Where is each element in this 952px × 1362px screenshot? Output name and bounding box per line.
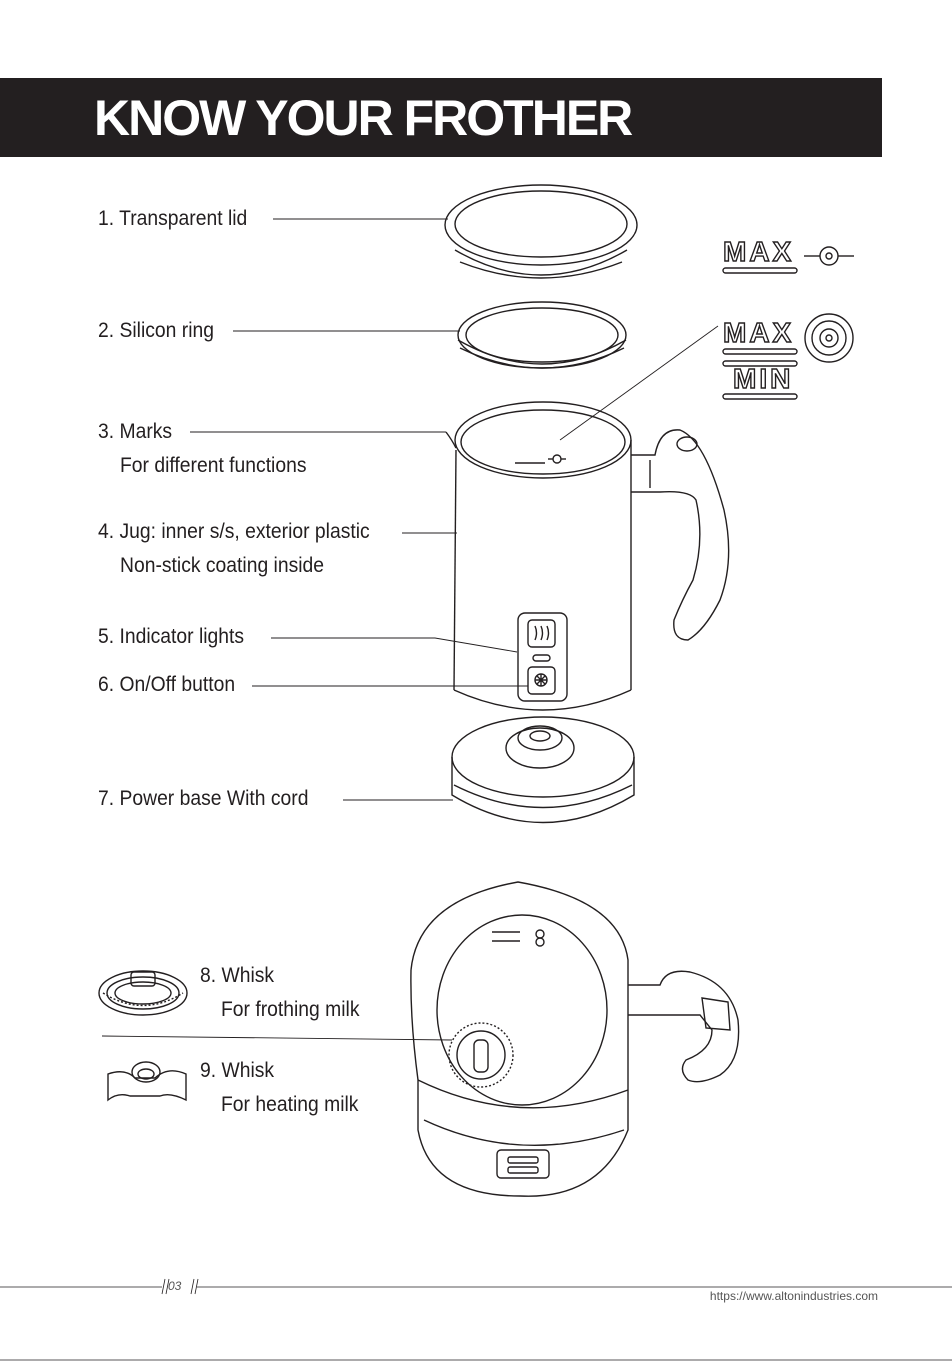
silicon-ring (457, 301, 627, 369)
page-title: KNOW YOUR FROTHER (94, 90, 633, 146)
part-label-marks: 3. Marks (98, 420, 173, 443)
part-desc-frothing-whisk: For frothing milk (221, 998, 360, 1021)
website-link[interactable]: https://www.altonindustries.com (709, 1289, 878, 1303)
jug-top-view (410, 881, 740, 1197)
max-min-mark-heating: MAX MIN (722, 313, 854, 400)
frothing-whisk (98, 970, 188, 1016)
part-label-power-base: 7. Power base With cord (98, 787, 309, 810)
jug (445, 401, 730, 711)
max-mark-frothing: MAX (722, 235, 854, 274)
part-label-on-off-button: 6. On/Off button (98, 673, 236, 696)
part-desc-marks: For different functions (120, 454, 307, 477)
transparent-lid (444, 184, 638, 279)
part-label-indicator-lights: 5. Indicator lights (98, 625, 245, 648)
heating-whisk (107, 1061, 187, 1102)
part-desc-heating-whisk: For heating milk (221, 1093, 359, 1116)
power-base (451, 716, 635, 824)
min-text: MIN (733, 363, 793, 394)
title-banner (0, 78, 882, 157)
leader-lines (101, 218, 719, 1041)
page-number: 03 (168, 1279, 182, 1293)
part-label-transparent-lid: 1. Transparent lid (98, 207, 248, 230)
part-label-silicon-ring: 2. Silicon ring (98, 319, 214, 342)
part-label-frothing-whisk: 8. Whisk (200, 964, 275, 987)
max-text-frothing: MAX (723, 236, 794, 267)
part-desc-jug: Non-stick coating inside (120, 554, 325, 577)
max-text-heating: MAX (723, 317, 794, 348)
footer-rule (0, 1278, 952, 1361)
part-label-heating-whisk: 9. Whisk (200, 1059, 275, 1082)
part-label-jug: 4. Jug: inner s/s, exterior plastic (98, 520, 370, 543)
